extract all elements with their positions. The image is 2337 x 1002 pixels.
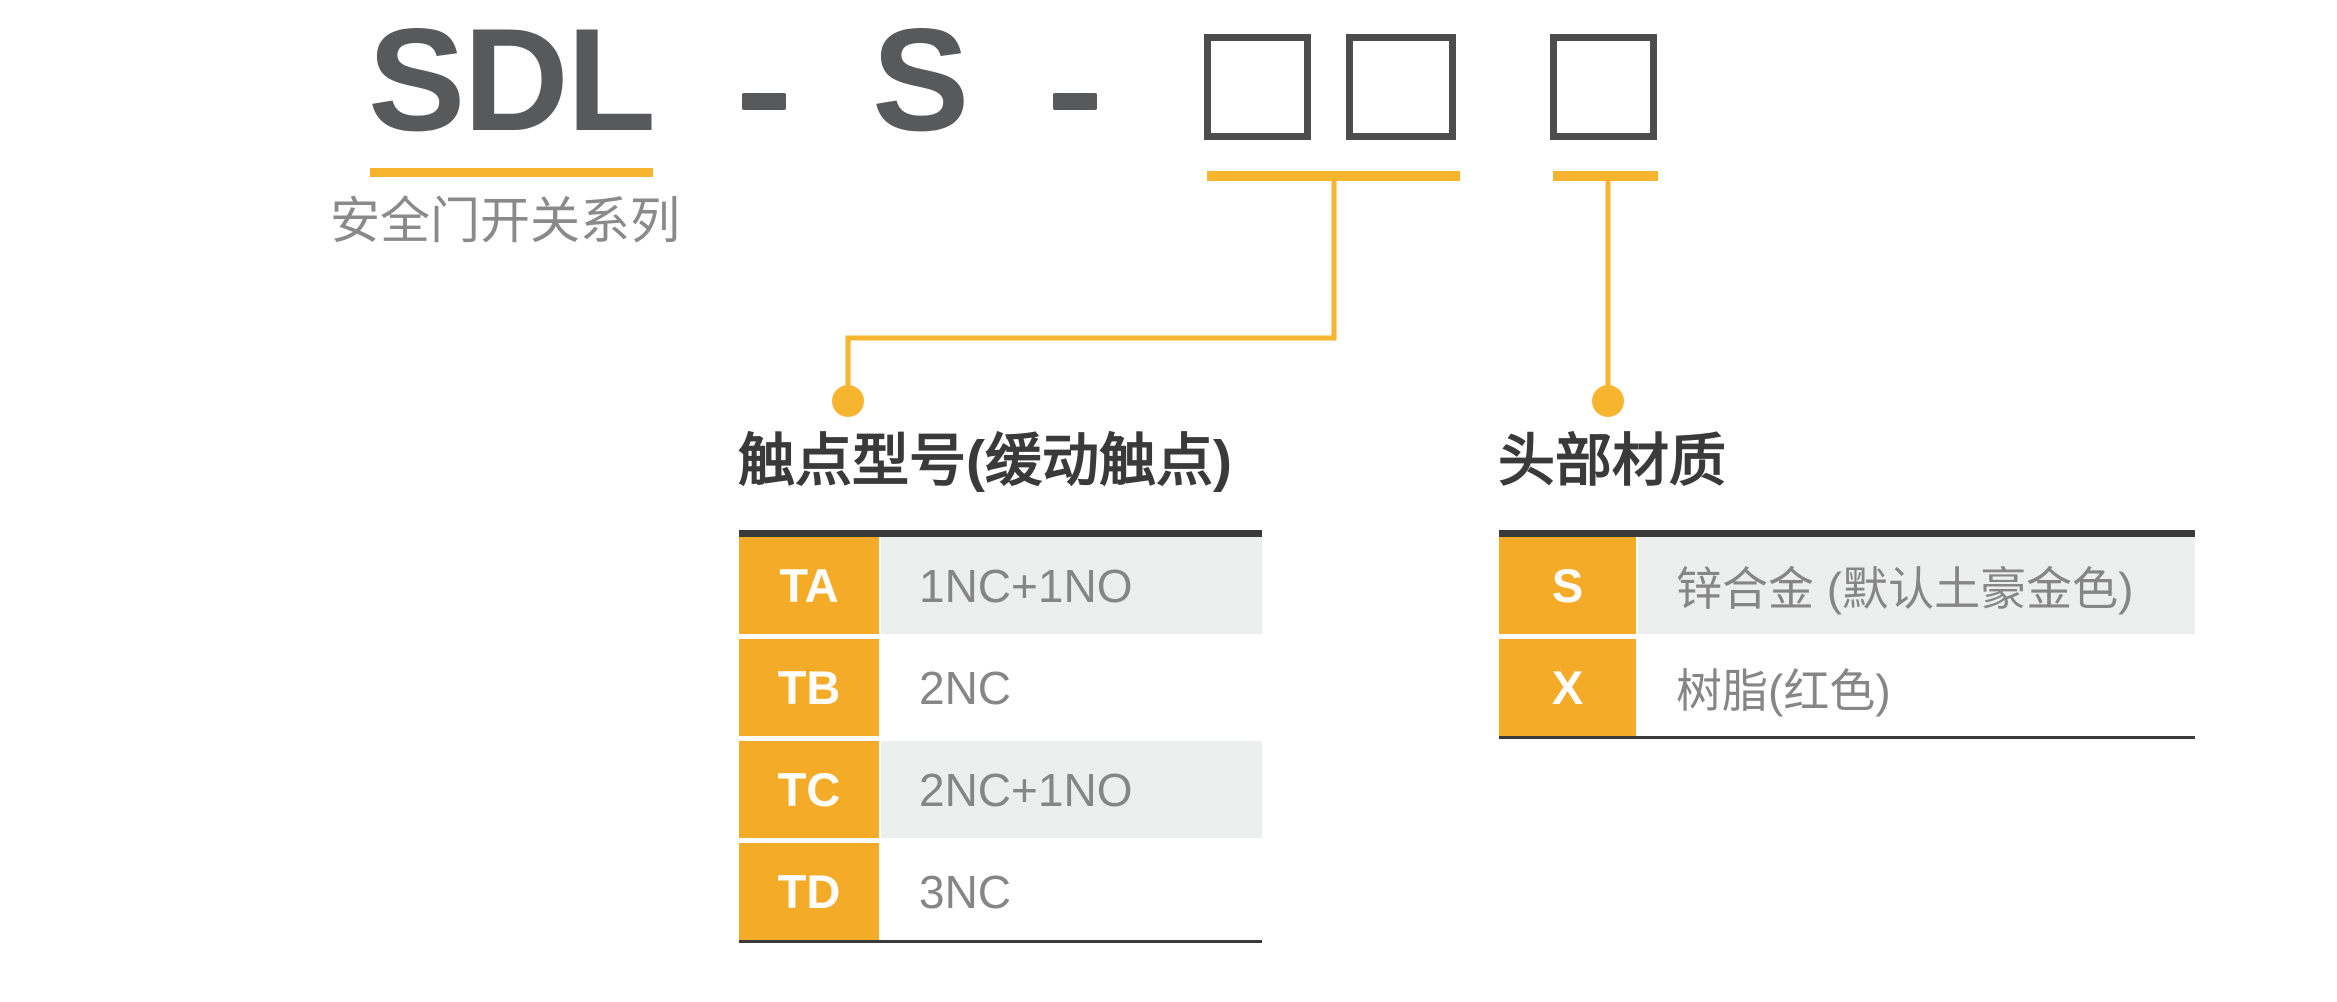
head-material-table: S 锌合金 (默认土豪金色) X 树脂(红色) <box>1499 530 2195 739</box>
separator-dash-2 <box>1053 93 1097 110</box>
code-placeholder-box-3 <box>1550 34 1657 140</box>
table-top-border <box>1499 530 2195 537</box>
desc-cell: 2NC+1NO <box>881 741 1262 838</box>
desc-cell: 锌合金 (默认土豪金色) <box>1638 537 2195 634</box>
desc-cell: 树脂(红色) <box>1676 664 1891 717</box>
code-placeholder-box-1 <box>1204 34 1311 140</box>
series-code: SDL <box>368 0 656 161</box>
table-bottom-border <box>739 940 1262 943</box>
contact-connector-dot <box>832 385 864 417</box>
table-row: X 树脂(红色) <box>1499 639 2195 736</box>
code-cell: X <box>1499 639 1636 736</box>
code-cell: TD <box>739 843 879 940</box>
desc-cell: 3NC <box>919 865 1012 918</box>
code-cell: TC <box>739 741 879 838</box>
table-row: S 锌合金 (默认土豪金色) <box>1499 537 2195 634</box>
desc-cell: 2NC <box>919 661 1012 714</box>
contact-underline-bar <box>1207 171 1460 181</box>
head-section-title: 头部材质 <box>1498 429 1726 493</box>
table-row: TA 1NC+1NO <box>739 537 1262 634</box>
contact-connector-line <box>845 181 1337 386</box>
separator-dash-1 <box>742 93 786 110</box>
table-row: TD 3NC <box>739 843 1262 940</box>
code-cell: TA <box>739 537 879 634</box>
fixed-code: S <box>872 0 970 161</box>
table-top-border <box>739 530 1262 537</box>
code-cell: S <box>1499 537 1636 634</box>
series-subtitle: 安全门开关系列 <box>330 193 680 249</box>
head-underline-bar <box>1553 171 1658 181</box>
series-underline-bar <box>370 168 653 177</box>
contact-type-table: TA 1NC+1NO TB 2NC TC 2NC+1NO TD 3NC <box>739 530 1262 943</box>
table-row: TC 2NC+1NO <box>739 741 1262 838</box>
table-row: TB 2NC <box>739 639 1262 736</box>
table-bottom-border <box>1499 736 2195 739</box>
code-cell: TB <box>739 639 879 736</box>
code-placeholder-box-2 <box>1346 34 1456 140</box>
contact-section-title: 触点型号(缓动触点) <box>738 429 1232 493</box>
desc-cell: 1NC+1NO <box>881 537 1262 634</box>
head-connector-dot <box>1592 385 1624 417</box>
